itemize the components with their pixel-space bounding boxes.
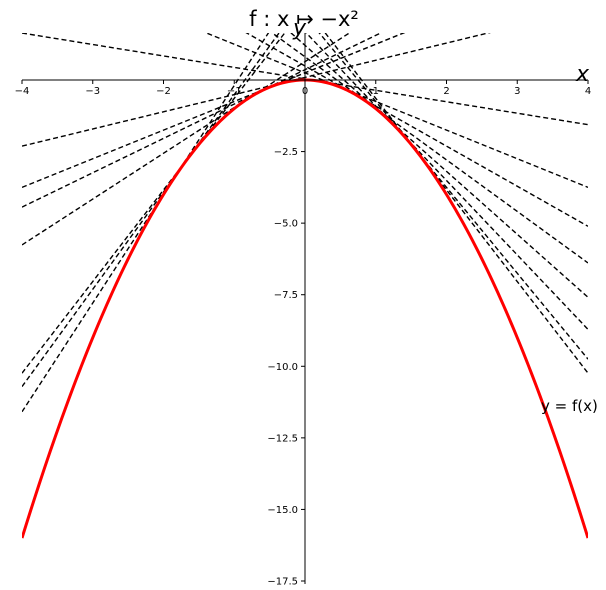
x-tick-label: 4: [585, 86, 591, 97]
y-tick-label: −7.5: [274, 290, 298, 301]
y-tick-label: −12.5: [267, 433, 298, 444]
curve-label: y = f(x): [541, 397, 598, 415]
x-tick-label: 2: [443, 86, 449, 97]
x-tick-label: 1: [373, 86, 379, 97]
x-tick-label: −1: [227, 86, 242, 97]
x-tick-label: −3: [85, 86, 100, 97]
y-tick-label: −5.0: [274, 219, 298, 230]
y-tick-label: −2.5: [274, 147, 298, 158]
tangent-line-15: [324, 33, 588, 374]
y-axis-label: y: [292, 16, 307, 41]
tangent-line-13: [305, 33, 588, 330]
y-tick-label: −10.0: [267, 362, 298, 373]
tangent-line-3: [22, 33, 286, 374]
x-tick-label: 0: [302, 86, 308, 97]
x-tick-label: 3: [514, 86, 520, 97]
y-tick-label: −15.0: [267, 505, 298, 516]
x-axis-label: x: [575, 62, 590, 87]
x-tick-label: −4: [15, 86, 30, 97]
chart-title: f : x ↦ −x²: [249, 7, 359, 31]
x-tick-label: −2: [156, 86, 171, 97]
tangent-line-2: [22, 33, 280, 388]
y-tick-label: −17.5: [267, 577, 298, 588]
axes: −4 −3 −2 −1 0 1 2 3 4 −2.5 −5.0 −7.5 −10.0 −12.5 −15.0…: [15, 33, 591, 588]
labels: f : x ↦ −x² x y y = f(x): [249, 7, 598, 415]
